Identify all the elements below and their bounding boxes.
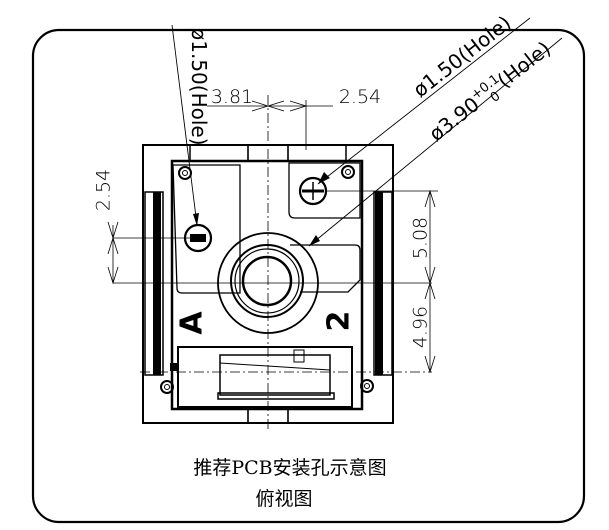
mounting-circles	[160, 165, 374, 394]
left-dimension: 2.54	[93, 169, 198, 285]
dim-5-08: 5.08	[410, 217, 432, 259]
center-hole-ring	[217, 232, 319, 334]
marking-a: A	[175, 311, 210, 335]
dim-4-96: 4.96	[410, 306, 432, 348]
caption-title: 推荐PCB安装孔示意图	[193, 457, 386, 479]
top-dimension: 3.81 2.54	[207, 86, 381, 150]
bottom-connector	[170, 346, 353, 408]
center-hole-suffix: (Hole)	[493, 36, 556, 92]
center-hole-tol-lower: 0	[488, 89, 504, 106]
left-hole-callout: ø1.50(Hole)	[171, 24, 211, 226]
center-hole	[241, 255, 293, 307]
caption-view: 俯视图	[255, 488, 312, 510]
dim-2-54-top: 2.54	[339, 86, 381, 108]
drawing-frame	[31, 28, 586, 524]
left-hole-label: ø1.50(Hole)	[187, 28, 211, 146]
dim-2-54-left: 2.54	[93, 169, 115, 211]
right-dimension: 5.08 4.96	[326, 189, 438, 374]
dim-3-81: 3.81	[211, 86, 253, 108]
center-hole-label: ø3.90+0.10(Hole)	[424, 35, 558, 149]
right-hole-label: ø1.50(Hole)	[408, 11, 515, 102]
marking-2: 2	[322, 311, 357, 332]
